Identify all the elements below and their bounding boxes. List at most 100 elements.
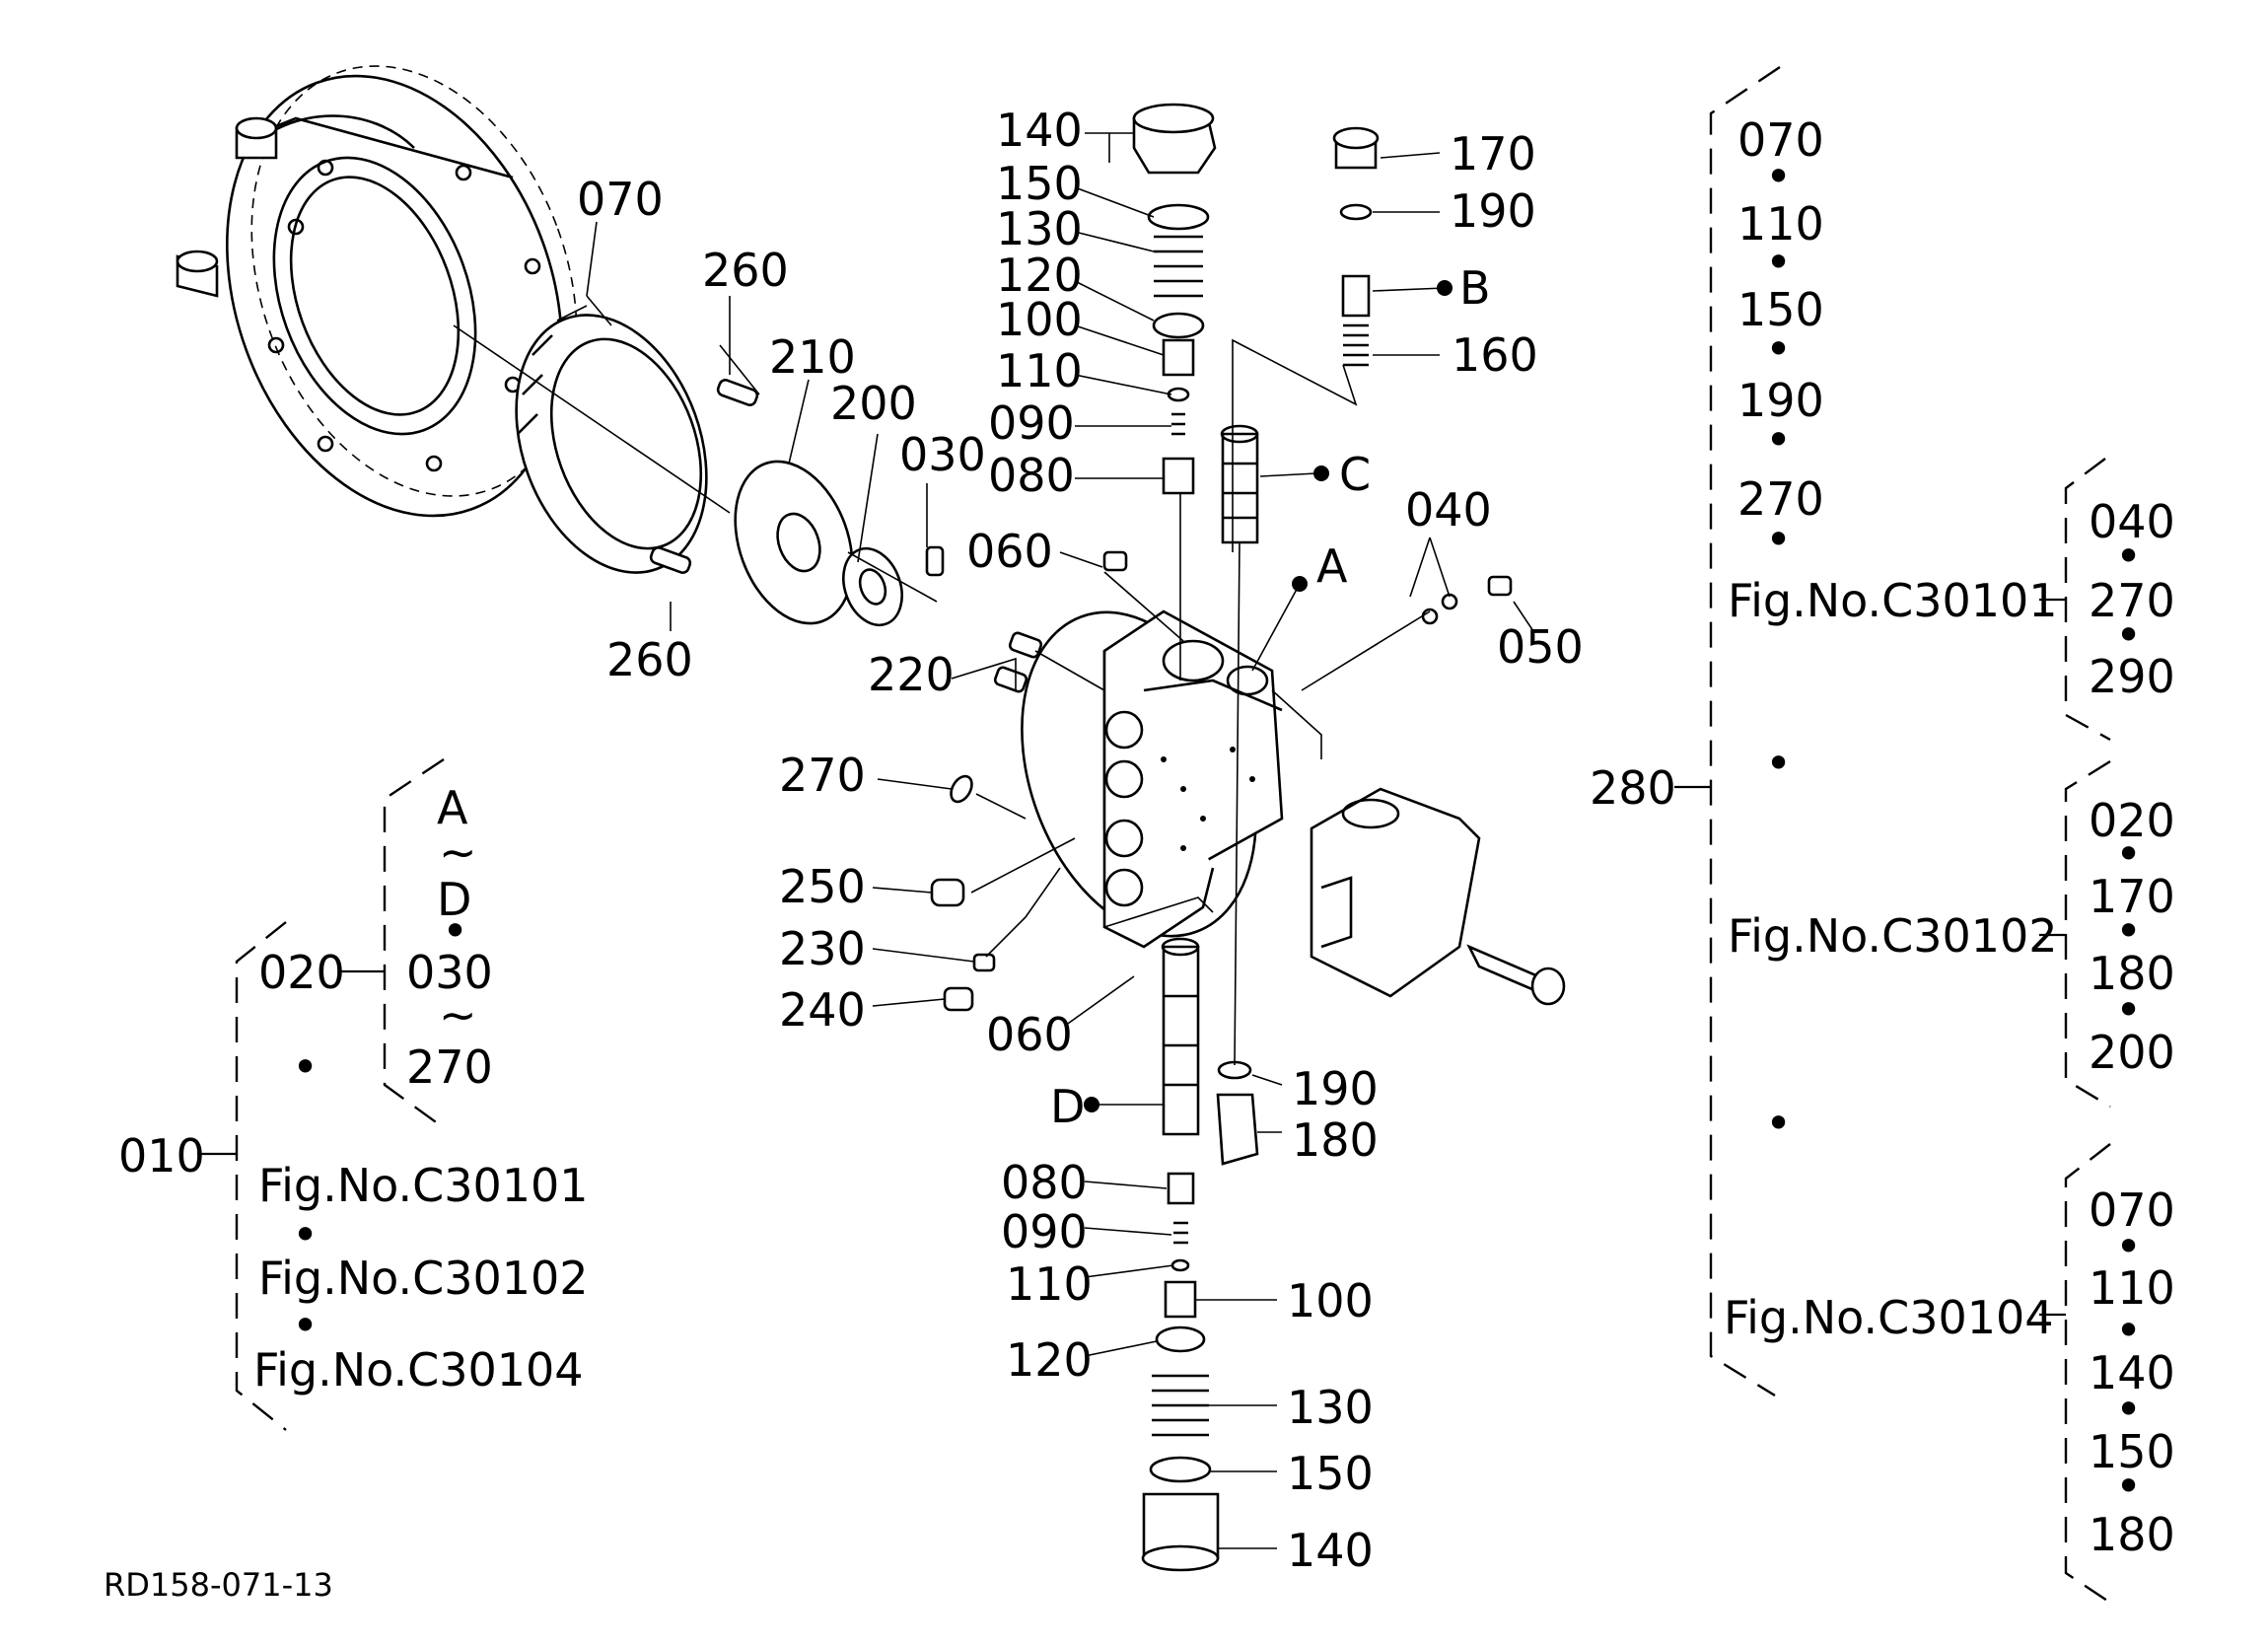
kit-item-9: • (1765, 513, 1792, 566)
callout-A: A (1316, 539, 1348, 593)
kit-280-tree: 280 070 • 110 • 150 • 190 • 270 • Fig.No… (1590, 66, 2175, 1604)
kit-group-3-part-3: • (2115, 1304, 2142, 1357)
callout-180: 180 (1292, 1113, 1379, 1167)
kit-group-2-part-4: 180 (2089, 947, 2175, 1000)
callout-260-top: 260 (702, 244, 789, 297)
callout-060-bottom: 060 (986, 1008, 1073, 1061)
callout-260-bottom: 260 (606, 633, 693, 686)
kit-group-1-part-4: 290 (2089, 650, 2175, 703)
kit-group-1-part-2: 270 (2089, 574, 2175, 627)
callout-170: 170 (1450, 127, 1536, 180)
range-item-2: D (437, 873, 471, 926)
callout-150-top: 150 (996, 157, 1083, 210)
callout-090-bottom: 090 (1001, 1205, 1088, 1258)
kit-group-2-part-0: 020 (2089, 794, 2175, 847)
kit-item-0: 070 (1737, 113, 1824, 167)
kit-group-3-part-6: 150 (2089, 1425, 2175, 1478)
kit-280-label: 280 (1590, 761, 1676, 815)
kit-group-3-part-4: 140 (2089, 1346, 2175, 1399)
kit-group-3-part-1: • (2115, 1220, 2142, 1273)
callout-080-bottom: 080 (1001, 1156, 1088, 1209)
callout-100-bottom: 100 (1287, 1274, 1374, 1327)
callout-190-bottom: 190 (1292, 1062, 1379, 1115)
bottom-valve-stack-drawing (1141, 937, 1259, 1572)
callout-210: 210 (769, 330, 856, 384)
kit-group-3-part-0: 070 (2089, 1183, 2175, 1237)
callout-250: 250 (779, 860, 866, 913)
leader-lines (453, 132, 1534, 1549)
kit-item-8: 270 (1737, 472, 1824, 526)
callout-100-top: 100 (996, 293, 1083, 346)
callout-030: 030 (899, 428, 986, 481)
kit-group-1-fig: Fig.No.C30101 (1728, 574, 2058, 627)
drawing-id: RD158-071-13 (104, 1566, 333, 1604)
kit-group-2-part-5: • (2115, 983, 2142, 1037)
kit-item-5: • (1765, 322, 1792, 376)
kit-group-bullet-2: • (1765, 1097, 1792, 1150)
callout-C: C (1339, 448, 1371, 501)
fig-ref-sep-1: • (292, 1208, 319, 1261)
pins-drawing (649, 379, 1128, 693)
callout-120-bottom: 120 (1006, 1333, 1093, 1387)
kit-group-2-fig: Fig.No.C30102 (1728, 909, 2058, 963)
callout-230: 230 (779, 922, 866, 975)
assembly-010-bullet: • (292, 1040, 319, 1094)
plate-bearing-drawing (734, 460, 903, 627)
callout-110-top: 110 (996, 344, 1083, 397)
kit-item-3: • (1765, 236, 1792, 289)
kit-group-3-part-8: 180 (2089, 1508, 2175, 1561)
callout-D: D (1050, 1080, 1085, 1133)
callout-270: 270 (779, 749, 866, 802)
callout-190-top: 190 (1450, 184, 1536, 238)
kit-group-2-part-1: • (2115, 827, 2142, 881)
assembly-020-label: 020 (258, 946, 345, 999)
kit-group-2-part-6: 200 (2089, 1026, 2175, 1079)
kit-item-1: • (1765, 150, 1792, 203)
range-item-1: ~ (439, 825, 477, 879)
kit-group-3-part-5: • (2115, 1383, 2142, 1436)
small-parts-drawing (930, 575, 1513, 1012)
callout-B: B (1459, 261, 1491, 315)
kit-group-1-part-3: • (2115, 609, 2142, 662)
kit-group-1-part-0: 040 (2089, 495, 2175, 548)
callout-060-top: 060 (966, 525, 1053, 578)
range-item-3: • (442, 904, 468, 958)
kit-group-bullet-1: • (1765, 737, 1792, 790)
kit-group-2-part-2: 170 (2089, 870, 2175, 923)
kit-item-6: 190 (1737, 374, 1824, 427)
callout-090-top: 090 (988, 396, 1075, 450)
callout-140-top: 140 (996, 104, 1083, 157)
kit-group-3-part-2: 110 (2089, 1261, 2175, 1315)
callout-220: 220 (868, 648, 955, 701)
kit-group-3-fig: Fig.No.C30104 (1724, 1291, 2054, 1344)
range-item-5: ~ (439, 988, 477, 1041)
callout-160: 160 (1452, 328, 1538, 382)
fig-ref-3: Fig.No.C30104 (253, 1343, 584, 1396)
kit-group-2-part-3: • (2115, 904, 2142, 958)
callout-240: 240 (779, 983, 866, 1037)
callout-040: 040 (1405, 483, 1492, 537)
kit-group-1-part-1: • (2115, 530, 2142, 583)
assembly-010-tree: 010 020 A ~ D • 030 ~ 270 • Fig.No.C3010… (118, 758, 589, 1431)
callout-140-bottom: 140 (1287, 1524, 1374, 1577)
range-item-4: 030 (406, 946, 493, 999)
callout-050: 050 (1497, 620, 1584, 674)
callout-130-bottom: 130 (1287, 1381, 1374, 1434)
top-valve-stack-drawing (1132, 103, 1380, 544)
motor-housing-drawing (176, 65, 578, 518)
side-valve-block-drawing (1310, 787, 1566, 1006)
kit-item-4: 150 (1737, 283, 1824, 336)
fig-ref-2: Fig.No.C30102 (258, 1252, 589, 1305)
callout-dots (1084, 280, 1453, 1112)
kit-item-2: 110 (1737, 197, 1824, 251)
fig-ref-1: Fig.No.C30101 (258, 1159, 589, 1212)
callout-130-top: 130 (996, 202, 1083, 255)
cover-ring-drawing (515, 314, 708, 574)
callout-070-housing: 070 (577, 173, 664, 226)
range-item-0: A (437, 781, 468, 834)
callout-080-top: 080 (988, 449, 1075, 502)
callout-120-top: 120 (996, 249, 1083, 302)
callout-labels: 140 150 130 120 100 110 090 080 170 190 … (577, 104, 1584, 1577)
kit-group-3-part-7: • (2115, 1460, 2142, 1513)
